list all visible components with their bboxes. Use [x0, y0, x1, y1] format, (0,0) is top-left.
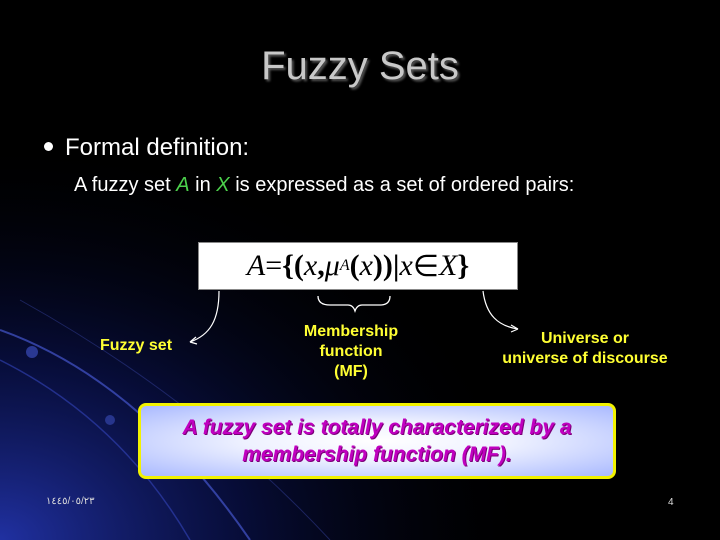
formula-comma: ,	[317, 249, 325, 282]
bullet-text: Formal definition:	[65, 134, 250, 161]
universe-label: Universe or universe of discourse	[488, 329, 682, 369]
callout-box: A fuzzy set is totally characterized by …	[138, 403, 616, 479]
mf-label-line3: (MF)	[334, 363, 368, 380]
formula-x1: x	[303, 249, 318, 282]
definition-part1: A fuzzy set	[74, 174, 177, 196]
fuzzy-set-label: Fuzzy set	[100, 337, 173, 354]
universe-label-line1: Universe or	[540, 330, 630, 347]
formula-lhs: A	[246, 249, 266, 282]
mf-label-line2: function	[319, 343, 383, 360]
formula-end: }	[457, 249, 470, 282]
definition-var-x: X	[216, 174, 230, 196]
callout-line2: membership function (MF).	[242, 443, 512, 466]
bullet-dot-icon	[44, 142, 53, 151]
formula-mu-sub: A	[339, 257, 350, 274]
formula-close: ))|	[372, 249, 400, 282]
universe-label-line2: universe of discourse	[502, 350, 668, 367]
formula-open: {(	[282, 249, 304, 282]
definition-part2: in	[189, 174, 217, 196]
definition-var-a: A	[176, 174, 190, 196]
formula-paren-open: (	[349, 249, 360, 282]
callout-line1: A fuzzy set is totally characterized by …	[182, 416, 572, 439]
bullet-item: Formal definition:	[44, 134, 249, 162]
slide-title: Fuzzy Sets	[261, 44, 459, 88]
mf-label-line1: Membership	[303, 323, 399, 340]
formula-x3: x	[399, 249, 413, 282]
formula-eq: =	[265, 249, 283, 282]
footer-date: ١٤٤٥/٠٥/٢٣	[46, 496, 95, 507]
definition-part3: is expressed as a set of ordered pairs:	[229, 174, 575, 196]
formula-in: ∈	[412, 249, 439, 283]
definition-text: A fuzzy set A in X is expressed as a set…	[74, 174, 574, 197]
formula-mu: μ	[324, 249, 340, 282]
formula-x2: x	[359, 249, 373, 282]
page-number: 4	[668, 497, 674, 508]
membership-function-label: Membership function (MF)	[290, 322, 412, 382]
callout-text: A fuzzy set is totally characterized by …	[182, 414, 571, 468]
formula-universe: X	[438, 249, 458, 282]
